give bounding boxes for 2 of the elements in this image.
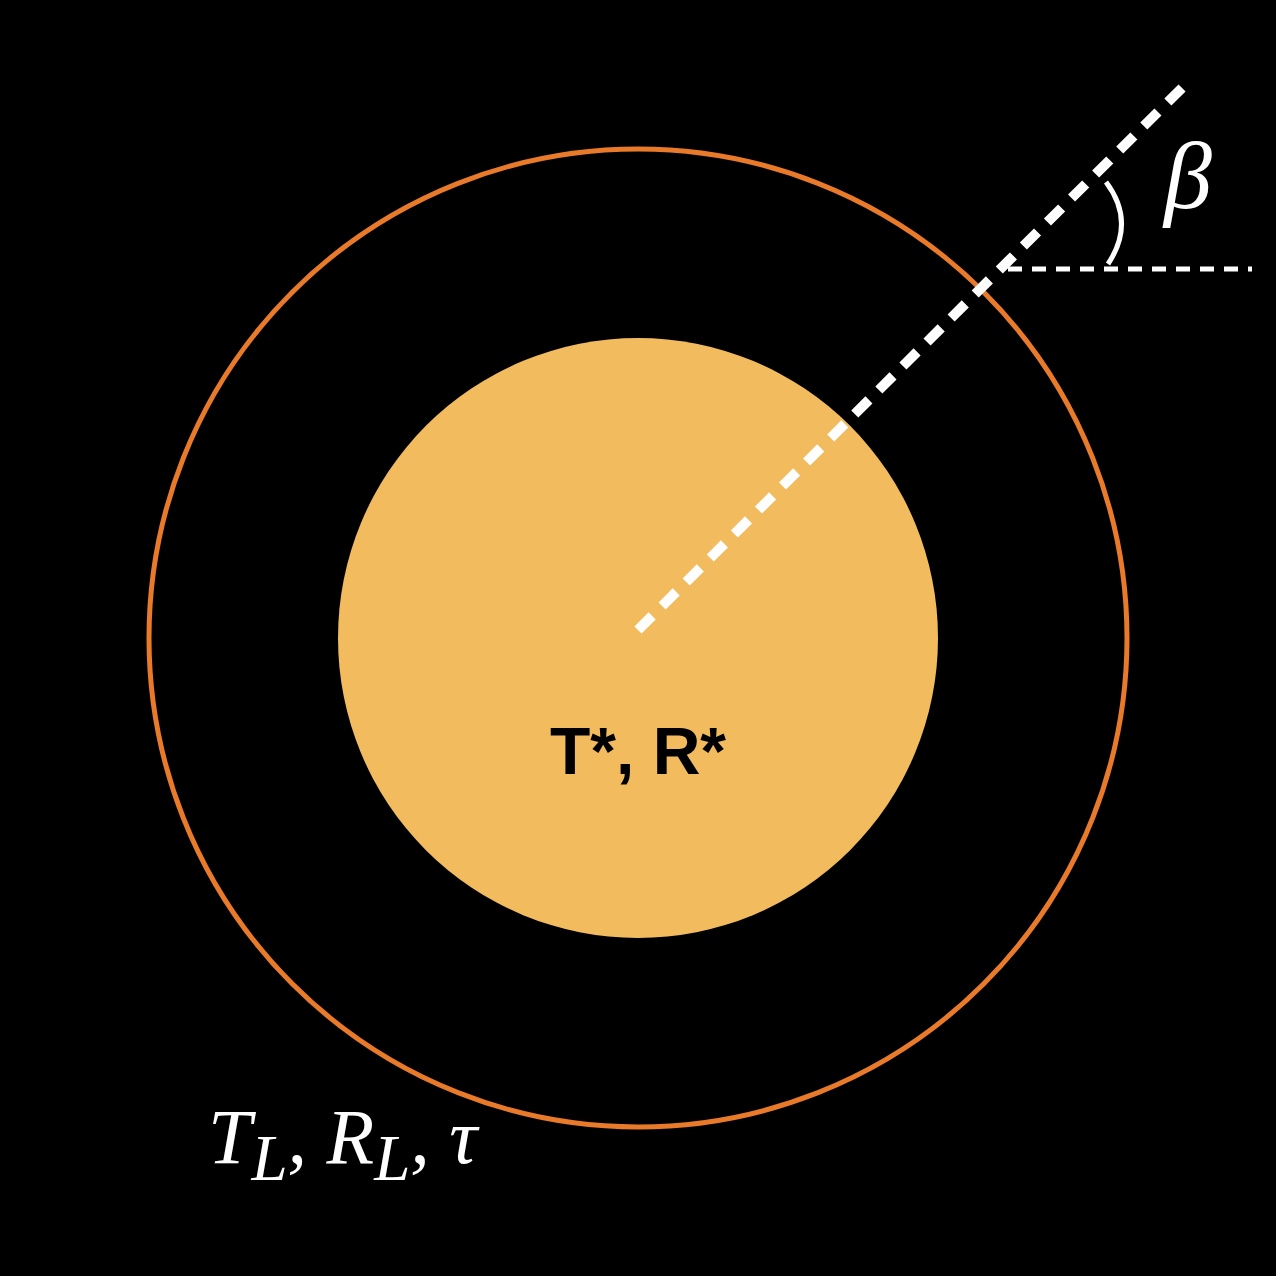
star-label: T*, R*: [549, 718, 727, 784]
ring-label: T$_{L}$, R$_{L}$, τ: [208, 1098, 478, 1191]
